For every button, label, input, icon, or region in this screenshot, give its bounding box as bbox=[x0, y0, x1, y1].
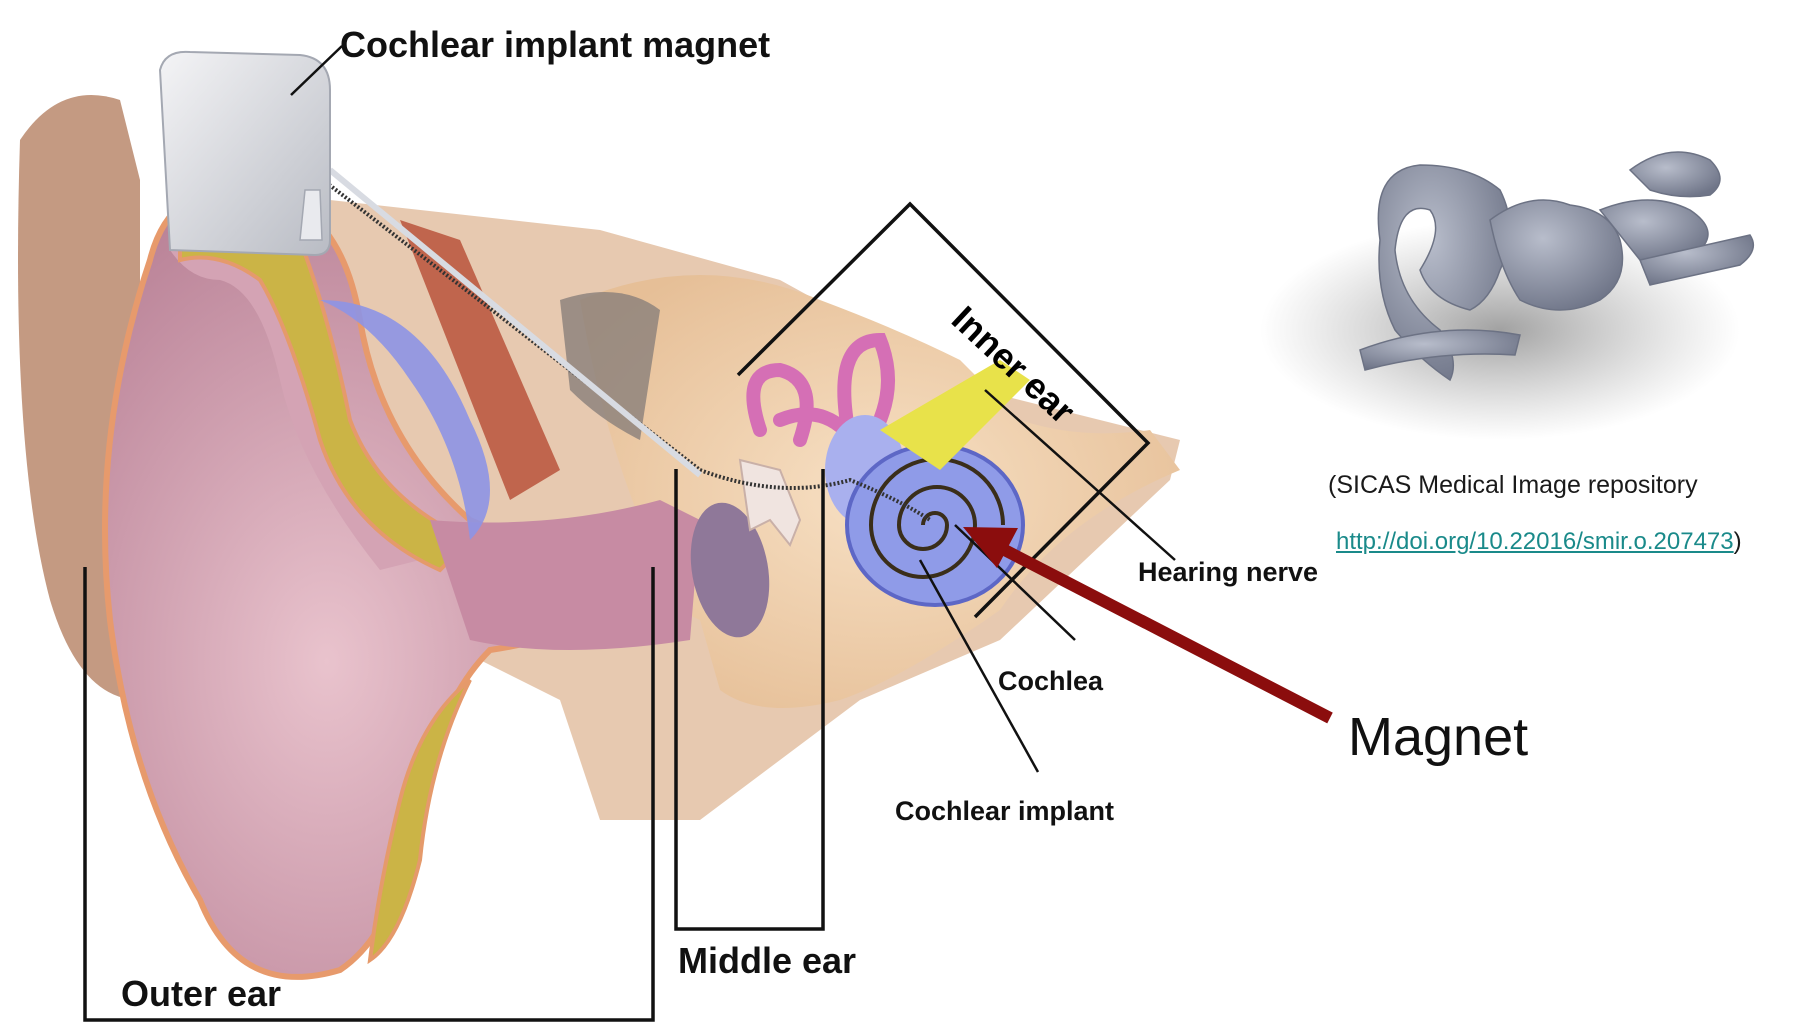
label-cochlear-implant: Cochlear implant bbox=[895, 798, 1114, 825]
cochlea-spiral bbox=[847, 445, 1023, 605]
label-cochlea: Cochlea bbox=[998, 668, 1103, 695]
label-middle-ear: Middle ear bbox=[678, 943, 856, 979]
label-outer-ear: Outer ear bbox=[121, 976, 281, 1012]
label-hearing-nerve: Hearing nerve bbox=[1138, 559, 1318, 586]
source-doi-link[interactable]: http://doi.org/10.22016/smir.o.207473 bbox=[1336, 528, 1734, 555]
label-magnet: Magnet bbox=[1348, 710, 1528, 764]
source-close-paren: ) bbox=[1734, 528, 1742, 555]
label-cochlear-implant-magnet: Cochlear implant magnet bbox=[340, 27, 770, 63]
source-link-line: http://doi.org/10.22016/smir.o.207473) bbox=[1336, 530, 1742, 554]
source-caption: (SICAS Medical Image repository bbox=[1328, 473, 1698, 498]
